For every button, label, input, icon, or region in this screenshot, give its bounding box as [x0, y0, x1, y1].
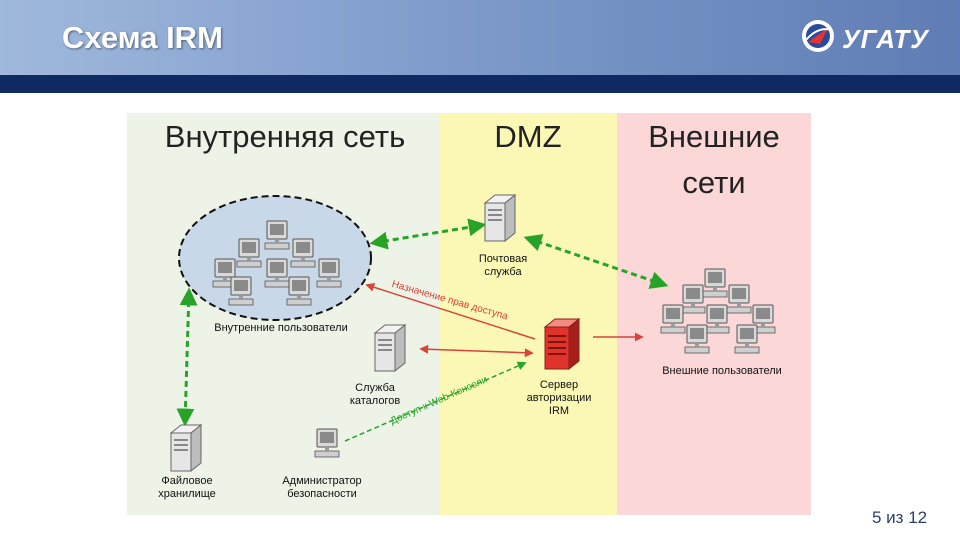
rights-assignment-label: Назначение прав доступа	[390, 279, 509, 323]
file-storage-label-line1: Файловое	[161, 475, 213, 487]
link-admin-web-console	[344, 361, 527, 442]
internal-user-pc-icon	[316, 258, 342, 288]
admin-pc-icon	[314, 428, 340, 458]
irm-auth-server-icon	[543, 317, 581, 371]
file-storage-label-line2: хранилище	[158, 488, 216, 500]
external-user-pc-icon	[702, 268, 728, 298]
directory-service-label-line1: Служба	[355, 382, 395, 394]
mail-service-label-line2: служба	[484, 266, 522, 278]
file-storage-server-icon	[170, 424, 202, 472]
security-admin-label-line1: Администратор	[282, 475, 362, 487]
mail-server-icon	[484, 194, 516, 242]
internal-user-pc-icon	[236, 238, 262, 268]
link-auth-directory	[419, 344, 534, 358]
external-zone-title-line2: сети	[682, 165, 746, 200]
auth-server-label-line3: IRM	[548, 405, 570, 417]
external-users-label: Внешние пользователи	[662, 365, 782, 377]
link-rights-assignment	[365, 282, 536, 340]
auth-server-label-line1: Сервер	[539, 379, 579, 391]
internal-user-pc-icon	[228, 276, 254, 306]
directory-service-label-line2: каталогов	[349, 395, 401, 407]
internal-zone-title: Внутренняя сеть	[164, 119, 406, 154]
external-user-pc-icon	[684, 324, 710, 354]
external-zone-title-line1: Внешние	[648, 119, 780, 154]
ugatu-logo: УГАТУ	[798, 16, 948, 60]
external-user-pc-icon	[660, 304, 686, 334]
logo-emblem-icon	[802, 20, 834, 52]
page-indicator: 5 из 12	[872, 508, 928, 527]
security-admin-label-line2: безопасности	[287, 488, 357, 500]
internal-user-pc-icon	[286, 276, 312, 306]
dmz-zone-title: DMZ	[494, 119, 562, 154]
link-internal-mail	[369, 218, 487, 250]
slide-header	[0, 0, 960, 75]
internal-users-group	[178, 195, 372, 321]
internal-users-label: Внутренние пользователи	[214, 322, 348, 334]
header-accent-bar	[0, 75, 960, 93]
internal-user-pc-icon	[290, 238, 316, 268]
external-user-pc-icon	[704, 304, 730, 334]
external-user-pc-icon	[680, 284, 706, 314]
dmz-zone	[439, 113, 617, 515]
irm-diagram: Внутренняя сеть DMZ Внешние сети	[127, 113, 811, 515]
link-mail-external	[523, 234, 669, 289]
auth-server-label-line2: авторизации	[526, 392, 592, 404]
mail-service-label-line1: Почтовая	[478, 253, 528, 265]
internal-user-pc-icon	[264, 258, 290, 288]
logo-text: УГАТУ	[842, 24, 929, 54]
external-user-pc-icon	[726, 284, 752, 314]
slide-title: Схема IRM	[62, 20, 223, 55]
diagram-graphics: Назначение прав доступа Доступ к Web-Кон…	[170, 194, 776, 472]
link-internal-file	[176, 287, 198, 427]
internal-user-pc-icon	[264, 220, 290, 250]
external-user-pc-icon	[734, 324, 760, 354]
